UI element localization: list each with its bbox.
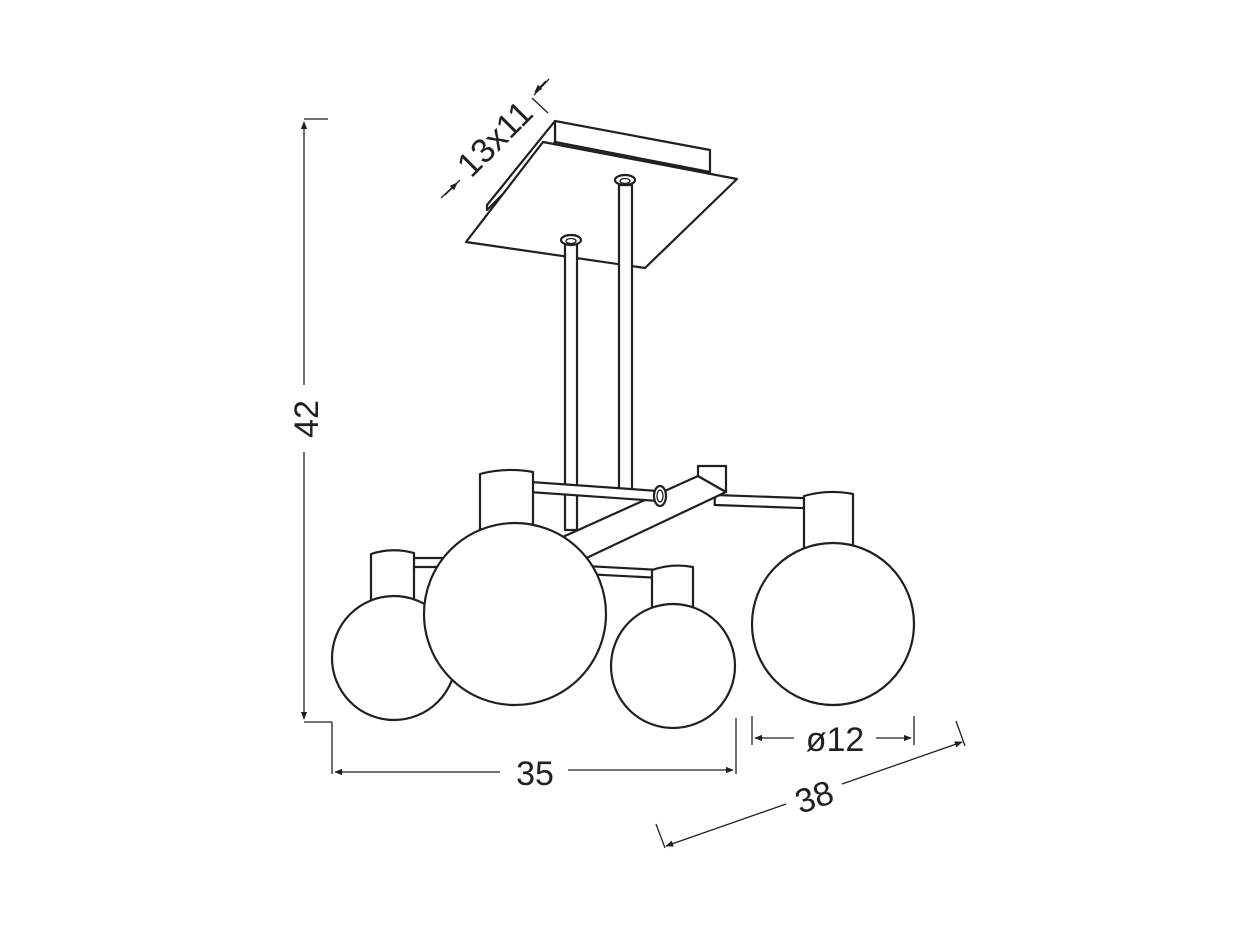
ceiling-canopy xyxy=(464,119,739,270)
height-dimension: 42 xyxy=(288,118,332,723)
shade-center xyxy=(422,468,608,707)
shade-back-right xyxy=(713,490,916,707)
height-label: 42 xyxy=(288,400,326,438)
shade-diameter-label: ø12 xyxy=(806,721,865,759)
shade-diameter-dimension: ø12 xyxy=(751,716,915,759)
width-label: 35 xyxy=(516,755,554,793)
width-dimension: 35 xyxy=(331,718,737,793)
shade-front-right xyxy=(583,564,737,730)
depth-label: 38 xyxy=(790,773,838,821)
